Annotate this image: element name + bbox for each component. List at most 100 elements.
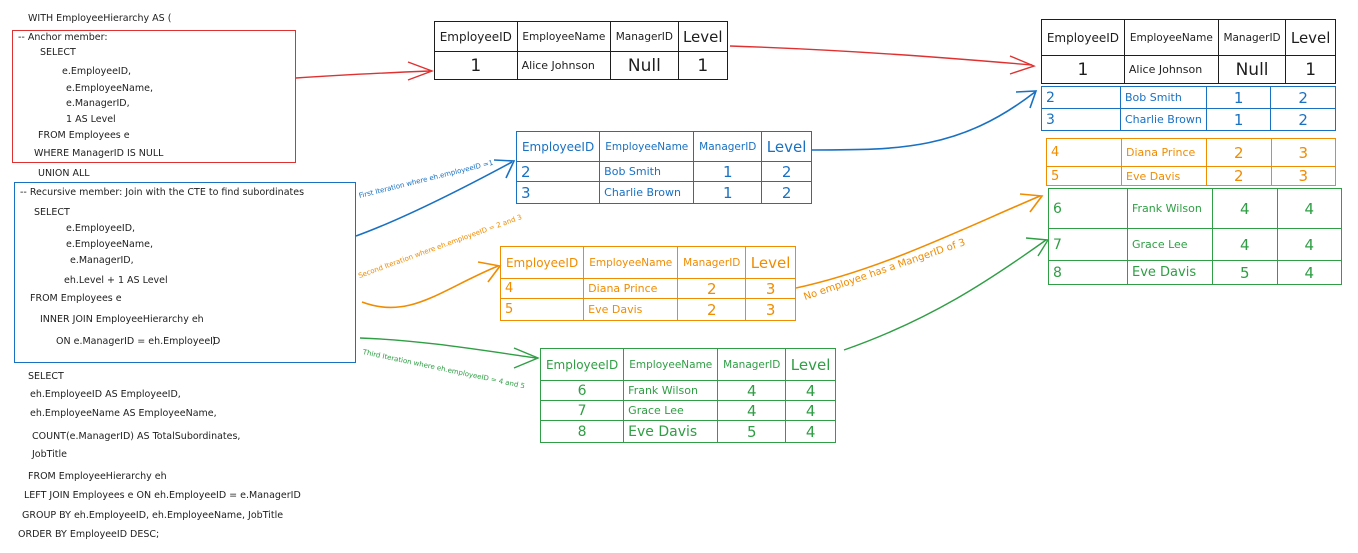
header-employee-id: EmployeeID [539, 348, 625, 381]
cell-level: 2 [761, 181, 812, 204]
code-final-col3: COUNT(e.ManagerID) AS TotalSubordinates, [32, 431, 241, 442]
table-row: 4 Diana Prince 2 3 [499, 278, 796, 299]
code-anchor-from: FROM Employees e [38, 130, 130, 141]
header-level: Level [677, 21, 729, 52]
code-rec-on: ON e.ManagerID = eh.EmployeeID [56, 336, 221, 347]
anchor-result-table: EmployeeID EmployeeName ManagerID Level … [434, 21, 729, 80]
red-arrow-anchor [295, 70, 431, 79]
cell-level: 4 [1276, 260, 1342, 285]
cell-employee-name: Bob Smith [1120, 86, 1207, 109]
recursive-member-box [14, 182, 356, 363]
cell-manager-id: 1 [693, 181, 763, 204]
code-anchor-col4: 1 AS Level [66, 114, 116, 125]
orange-arrow-iter2 [361, 265, 499, 309]
code-anchor-col1: e.EmployeeID, [62, 66, 132, 77]
cell-level: 3 [1270, 138, 1336, 167]
anchor-member-box [12, 30, 296, 163]
cell-employee-name: Eve Davis [623, 420, 719, 443]
cell-level: 1 [677, 51, 729, 80]
cell-level: 4 [785, 420, 836, 443]
code-rec-from: FROM Employees e [30, 293, 122, 304]
header-manager-id: ManagerID [1217, 19, 1287, 56]
header-employee-id: EmployeeID [434, 21, 518, 52]
cell-employee-id: 3 [1041, 108, 1121, 131]
code-final-join: LEFT JOIN Employees e ON eh.EmployeeID =… [24, 490, 301, 501]
table-row: 8 Eve Davis 5 4 [1048, 260, 1342, 285]
header-employee-id: EmployeeID [515, 131, 601, 162]
table-row: 1 Alice Johnson Null 1 [434, 51, 729, 80]
cell-level: 3 [745, 298, 796, 321]
table-row: 1 Alice Johnson Null 1 [1041, 55, 1336, 84]
code-anchor-comment: -- Anchor member: [18, 32, 108, 43]
code-rec-col2: e.EmployeeName, [66, 239, 153, 250]
cell-employee-name: Diana Prince [583, 278, 679, 299]
cell-manager-id: 2 [677, 298, 747, 321]
cell-manager-id: Null [1217, 55, 1287, 84]
cell-manager-id: 5 [717, 420, 787, 443]
cell-employee-id: 8 [539, 420, 625, 443]
table-row: 2 Bob Smith 1 2 [1041, 86, 1336, 109]
code-final-from: FROM EmployeeHierarchy eh [28, 471, 167, 482]
cell-level: 3 [1270, 166, 1336, 186]
code-rec-select: SELECT [34, 207, 70, 218]
cell-manager-id: Null [610, 51, 679, 80]
final-result-orange-rows: 4 Diana Prince 2 3 5 Eve Davis 2 3 [1046, 138, 1336, 186]
code-rec-close: ) [212, 336, 216, 347]
green-arrow-final [843, 239, 1047, 351]
header-manager-id: ManagerID [610, 21, 679, 52]
code-anchor-select: SELECT [40, 47, 76, 58]
table-row: 5 Eve Davis 2 3 [499, 298, 796, 321]
cell-level: 4 [1276, 188, 1342, 229]
header-level: Level [785, 348, 836, 381]
code-rec-join: INNER JOIN EmployeeHierarchy eh [40, 314, 204, 325]
blue-arrow-iter1 [355, 161, 513, 237]
code-rec-col4: eh.Level + 1 AS Level [64, 275, 168, 286]
cell-employee-name: Alice Johnson [1123, 55, 1219, 84]
table-row: 5 Eve Davis 2 3 [1046, 166, 1336, 186]
header-employee-name: EmployeeName [583, 246, 679, 279]
code-rec-col1: e.EmployeeID, [66, 223, 136, 234]
orange-arrow-final [795, 195, 1041, 289]
code-final-col2: eh.EmployeeName AS EmployeeName, [30, 408, 217, 419]
cell-employee-id: 4 [1046, 138, 1122, 167]
iteration3-table: EmployeeID EmployeeName ManagerID Level … [539, 348, 836, 443]
code-final-select: SELECT [28, 371, 64, 382]
final-result-header-table: EmployeeID EmployeeName ManagerID Level … [1041, 19, 1336, 84]
code-final-col1: eh.EmployeeID AS EmployeeID, [30, 389, 181, 400]
cell-manager-id: 5 [1212, 260, 1278, 285]
table-row: 4 Diana Prince 2 3 [1046, 138, 1336, 167]
cell-employee-id: 3 [515, 181, 601, 204]
final-result-green-rows: 6 Frank Wilson 4 4 7 Grace Lee 4 4 8 Eve… [1048, 188, 1342, 285]
code-anchor-col2: e.EmployeeName, [66, 83, 153, 94]
code-anchor-col3: e.ManagerID, [66, 98, 130, 109]
code-recursive-comment: -- Recursive member: Join with the CTE t… [20, 187, 305, 198]
table-row: 8 Eve Davis 5 4 [539, 420, 836, 443]
header-manager-id: ManagerID [693, 131, 763, 162]
code-final-col4: JobTitle [32, 449, 68, 460]
red-arrow-final [729, 45, 1033, 66]
table-row: 6 Frank Wilson 4 4 [539, 380, 836, 401]
header-employee-id: EmployeeID [499, 246, 585, 279]
cell-employee-name: Diana Prince [1121, 138, 1207, 167]
code-final-group: GROUP BY eh.EmployeeID, eh.EmployeeName,… [22, 510, 284, 521]
green-arrow-iter3 [359, 337, 537, 359]
code-union: UNION ALL [38, 168, 90, 179]
cell-employee-id: 8 [1048, 260, 1128, 285]
cell-level: 2 [1270, 108, 1336, 131]
code-rec-col3: e.ManagerID, [70, 255, 134, 266]
cell-employee-name: Grace Lee [1127, 228, 1213, 261]
table-row: 3 Charlie Brown 1 2 [515, 181, 812, 204]
cell-employee-name: Charlie Brown [1120, 108, 1207, 131]
final-result-blue-rows: 2 Bob Smith 1 2 3 Charlie Brown 1 2 [1041, 86, 1336, 131]
cell-employee-id: 1 [1041, 55, 1125, 84]
header-employee-name: EmployeeName [1123, 19, 1219, 56]
cell-employee-name: Eve Davis [1121, 166, 1207, 186]
cell-employee-name: Eve Davis [1127, 260, 1213, 285]
cell-employee-name: Eve Davis [583, 298, 679, 321]
table-row: 3 Charlie Brown 1 2 [1041, 108, 1336, 131]
header-employee-id: EmployeeID [1041, 19, 1125, 56]
blue-arrow-final [811, 91, 1036, 151]
cell-level: 1 [1285, 55, 1336, 84]
cell-employee-name: Frank Wilson [1127, 188, 1213, 229]
